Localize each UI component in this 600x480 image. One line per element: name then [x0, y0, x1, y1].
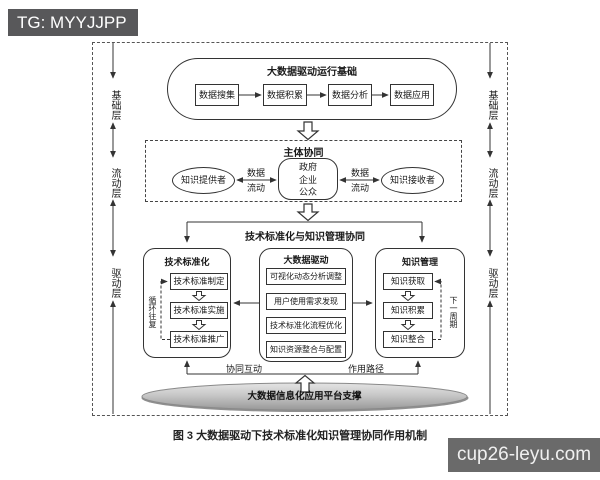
foundation-title: 大数据驱动运行基础	[267, 67, 357, 78]
mini-down-arrows-right-icon	[400, 291, 416, 331]
mini-down-arrows-left-icon	[191, 291, 207, 331]
data-flow-word-1: 数据	[350, 168, 369, 178]
subject-collaboration-container	[145, 140, 462, 202]
standardization-title: 技术标准化	[164, 257, 210, 267]
layer-label-flow-right: 流动层	[486, 168, 497, 198]
split-connector-icon	[184, 221, 425, 243]
tg-tag-badge: TG: MYYJJPP	[8, 9, 138, 36]
down-block-arrow-icon	[296, 121, 320, 141]
foundation-container	[167, 58, 457, 120]
step-data-analysis: 数据分析	[328, 84, 372, 106]
data-flow-label-right: 数据 流动	[347, 166, 373, 194]
standard-implementation-box: 技术标准实施	[170, 302, 228, 319]
next-cycle-feedback-arrow-icon	[433, 278, 442, 340]
center-node-line-gov: 政府	[298, 162, 317, 172]
knowledge-container	[375, 248, 465, 358]
down-block-arrow-icon	[296, 203, 320, 222]
step-data-collection: 数据搜集	[195, 84, 239, 106]
bigdata-container	[259, 248, 353, 362]
cycle-feedback-arrow-icon	[160, 278, 170, 340]
step-data-application: 数据应用	[390, 84, 434, 106]
bigdata-title: 大数据驱动	[283, 255, 329, 265]
knowledge-receiver-node: 知识接收者	[381, 167, 444, 194]
user-demand-discovery-box: 用户使用需求发现	[266, 293, 346, 310]
collaboration-title: 技术标准化与知识管理协同	[245, 232, 365, 243]
data-flow-label-left: 数据 流动	[243, 166, 269, 194]
knowledge-accumulation-box: 知识积累	[383, 302, 433, 319]
standard-formulation-box: 技术标准制定	[170, 273, 228, 290]
standardization-container	[143, 248, 231, 358]
data-flow-word-2: 流动	[246, 183, 265, 193]
next-cycle-label: 下一周期	[449, 296, 458, 328]
knowledge-provider-node: 知识提供者	[172, 167, 235, 194]
resource-integration-box: 知识资源整合与配置	[266, 341, 346, 358]
subject-collaboration-title: 主体协同	[283, 148, 324, 159]
watermark-badge: cup26-leyu.com	[448, 438, 600, 472]
layer-label-flow-left: 流动层	[109, 168, 120, 198]
step-data-accumulation: 数据积累	[263, 84, 307, 106]
layer-label-foundation-left: 基础层	[109, 90, 120, 120]
support-connector-icon	[184, 360, 421, 375]
data-flow-word-2: 流动	[350, 183, 369, 193]
data-flow-word-1: 数据	[246, 168, 265, 178]
knowledge-acquisition-box: 知识获取	[383, 273, 433, 290]
layer-label-drive-right: 驱动层	[486, 268, 497, 298]
knowledge-integration-box: 知识整合	[383, 331, 433, 348]
layer-label-foundation-right: 基础层	[486, 90, 497, 120]
visual-dynamic-analysis-box: 可视化动态分析调整	[266, 268, 346, 285]
standard-promotion-box: 技术标准推广	[170, 331, 228, 348]
platform-support-label: 大数据信息化应用平台支撑	[247, 391, 362, 402]
action-path-label: 作用路径	[347, 364, 384, 374]
up-block-arrow-icon	[294, 374, 316, 393]
figure-caption: 图 3 大数据驱动下技术标准化知识管理协同作用机制	[172, 430, 428, 442]
center-node-line-enterprise: 企业	[298, 174, 317, 185]
cycle-repeat-label: 循环往复	[148, 296, 157, 328]
diagram-outer-frame	[92, 42, 508, 416]
gov-enterprise-public-node: 政府 企业 公众	[278, 158, 338, 200]
process-optimization-box: 技术标准化流程优化	[266, 317, 346, 334]
collaborative-interaction-label: 协同互动	[225, 364, 262, 374]
center-node-line-public: 公众	[298, 187, 317, 197]
knowledge-title: 知识管理	[401, 257, 438, 267]
layer-label-drive-left: 驱动层	[109, 268, 120, 298]
